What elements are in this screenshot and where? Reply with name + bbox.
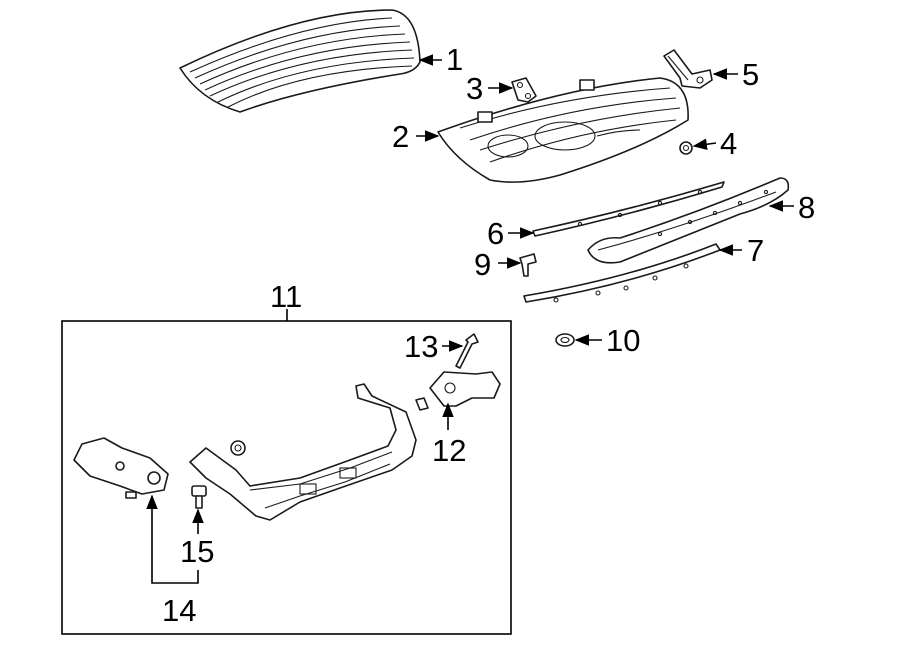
latch-part-14 [73, 437, 169, 499]
callout-15: 15 [180, 534, 214, 569]
callout-10: 10 [606, 323, 640, 358]
callout-11: 11 [270, 279, 302, 314]
clip-part-4 [679, 141, 693, 155]
callout-1: 1 [446, 42, 463, 77]
callout-7: 7 [747, 233, 764, 268]
callout-4: 4 [720, 126, 737, 161]
callout-12: 12 [432, 433, 466, 468]
bolt-part-15 [191, 485, 207, 509]
push-pin-part-9 [519, 253, 537, 277]
bracket-part [511, 77, 537, 103]
actuator-part-12 [415, 371, 501, 411]
callout-13: 13 [404, 329, 438, 364]
tailgate-panel-part [437, 77, 689, 183]
callout-5: 5 [742, 57, 759, 92]
bolt-part-13 [455, 333, 479, 369]
leader-lines [146, 54, 794, 584]
callout-9: 9 [474, 247, 491, 282]
washer-part [230, 440, 246, 456]
callout-6: 6 [487, 216, 504, 251]
callout-14: 14 [162, 593, 196, 628]
garnish-part-8 [587, 177, 790, 264]
rear-glass-part [179, 9, 421, 113]
hinge-part [663, 49, 713, 89]
callout-2: 2 [392, 119, 409, 154]
grommet-part-10 [555, 333, 575, 347]
callout-3: 3 [466, 71, 483, 106]
molding-strip-part-6 [532, 181, 725, 237]
callout-8: 8 [798, 190, 815, 225]
latch-bracket-part [189, 383, 417, 521]
